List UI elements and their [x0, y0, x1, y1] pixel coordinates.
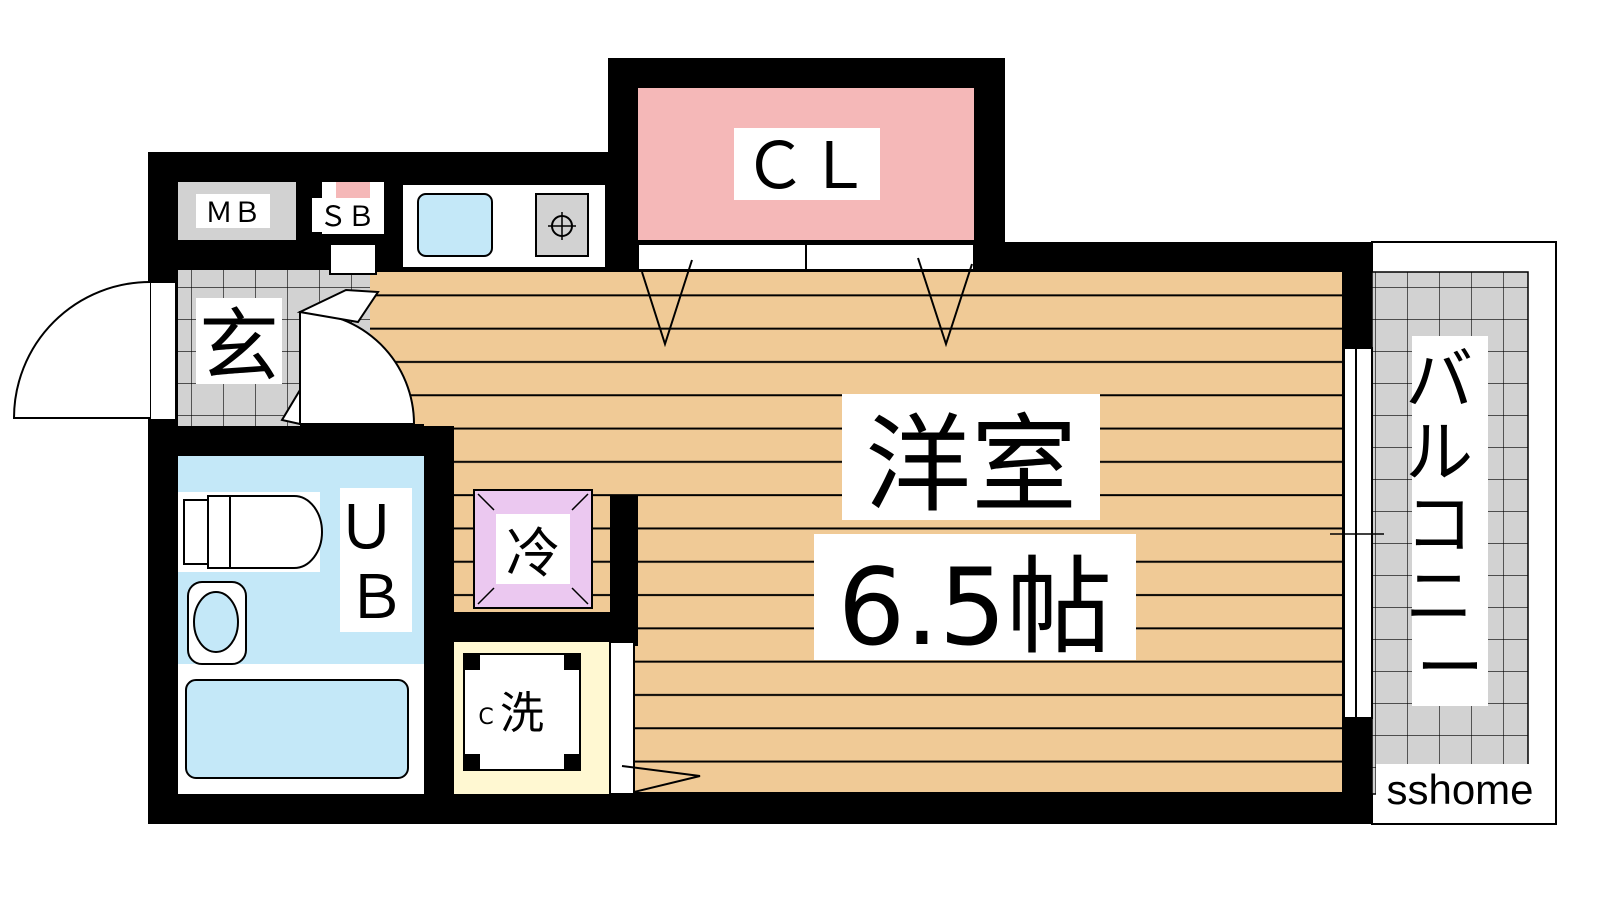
inner-wall — [300, 424, 424, 456]
shoe-box-stand — [329, 243, 377, 275]
inner-wall — [424, 426, 454, 794]
laundry-door — [609, 641, 701, 795]
sink — [417, 193, 493, 257]
interior-door — [280, 288, 416, 426]
washer-prefix: C — [478, 705, 493, 730]
unit-bath-char: Ｕ — [336, 493, 396, 563]
balcony — [1371, 241, 1557, 825]
entrance-door — [12, 281, 177, 421]
fridge-label: 冷 — [506, 522, 560, 585]
balcony-char: ー — [1416, 630, 1484, 709]
stove-icon — [535, 193, 589, 257]
washbasin-icon — [187, 581, 247, 665]
closet-sliding-door — [637, 243, 975, 348]
unit-bath-label: Ｕ Ｂ — [336, 493, 415, 633]
fridge — [473, 489, 593, 609]
shoe-box-label: ＳＢ — [319, 200, 375, 233]
western-room-name: 洋室 — [865, 404, 1077, 527]
washer-label: 洗 — [500, 688, 544, 739]
balcony-char: コ — [1405, 486, 1473, 565]
balcony-char: バ — [1405, 342, 1473, 421]
meter-box-label: ＭＢ — [205, 196, 261, 229]
bathtub — [185, 679, 409, 779]
unit-bath-char: Ｂ — [346, 563, 406, 633]
balcony-char: ル — [1405, 414, 1473, 493]
inner-wall — [454, 612, 638, 642]
western-room-size: 6.5帖 — [838, 546, 1113, 669]
toilet-icon — [178, 492, 323, 572]
closet-label: ＣＬ — [743, 130, 871, 204]
balcony-char: ニ — [1405, 558, 1473, 637]
entrance-label: 玄 — [199, 300, 279, 393]
watermark: sshome — [1386, 766, 1533, 813]
balcony-window — [1330, 347, 1384, 719]
balcony-label: バ ル コ ニ ー — [1405, 342, 1495, 709]
